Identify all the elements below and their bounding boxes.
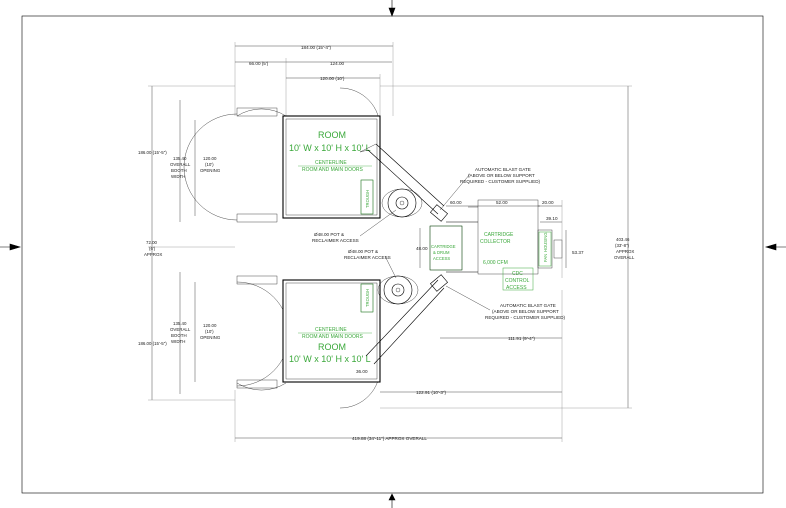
svg-text:120.00: 120.00: [203, 323, 217, 328]
svg-text:OPENING: OPENING: [200, 335, 221, 340]
svg-text:135.40: 135.40: [173, 321, 187, 326]
svg-text:WIDTH: WIDTH: [171, 339, 185, 344]
leader-pot-bottom: [384, 255, 397, 279]
dim-39: 39.10: [546, 216, 558, 221]
dim-36-bottom: 36.00: [356, 369, 368, 374]
dim-right-overall: 403.46 (33'-8") APPROX OVERALL: [614, 237, 635, 260]
svg-text:Ø48.00 POT &: Ø48.00 POT &: [314, 232, 344, 237]
left-dimensions: [148, 85, 235, 401]
cdc-access-3: ACCESS: [506, 285, 527, 291]
note-blast-gate-bottom: AUTOMATIC BLAST GATE (ABOVE OR BELOW SUP…: [485, 303, 566, 320]
dim-top-124: 124.00: [330, 61, 344, 66]
svg-text:(ABOVE OR BELOW SUPPORT: (ABOVE OR BELOW SUPPORT: [492, 309, 559, 314]
dim-left-booth-bottom: 135.40 OVERALL BOOTH WIDTH: [170, 321, 191, 344]
svg-text:AUTOMATIC BLAST GATE: AUTOMATIC BLAST GATE: [475, 167, 531, 172]
note-pot-top: Ø48.00 POT & RECLAIMER ACCESS: [312, 232, 359, 243]
cartridge-access-2: & DRUM: [433, 250, 450, 255]
cartridge-access-1: CARTRIDGE: [431, 244, 456, 249]
top-room-centerline: CENTERLINE: [315, 160, 347, 166]
dim-top-door: 66.00 (5'): [249, 61, 269, 66]
cartridge-access-3: ACCESS: [433, 256, 450, 261]
top-room-size: 10' W x 10' H x 10' L: [289, 143, 371, 153]
bottom-room-centerline-sub: ROOM AND MAIN DOORS: [302, 334, 364, 340]
leader-blast-gate-top: [439, 173, 471, 211]
svg-text:OVERALL: OVERALL: [170, 327, 191, 332]
dim-left-open-bottom: 120.00 (10') OPENING: [200, 323, 221, 340]
leader-blast-gate-bottom: [445, 285, 491, 311]
svg-text:403.46: 403.46: [616, 237, 630, 242]
svg-text:BOOTH: BOOTH: [171, 168, 187, 173]
bottom-room-title: ROOM: [318, 342, 346, 352]
svg-text:(ABOVE OR BELOW SUPPORT: (ABOVE OR BELOW SUPPORT: [468, 173, 535, 178]
svg-text:RECLAIMER ACCESS: RECLAIMER ACCESS: [344, 255, 391, 260]
svg-text:BOOTH: BOOTH: [171, 333, 187, 338]
svg-text:135.40: 135.40: [173, 156, 187, 161]
collector-unit: [429, 199, 563, 291]
dim-top-overall: 184.00 (15'-4"): [301, 45, 332, 50]
svg-text:(33'-8"): (33'-8"): [615, 243, 630, 248]
bottom-room-centerline: CENTERLINE: [315, 327, 347, 333]
top-booth: [183, 87, 381, 223]
svg-text:RECLAIMER ACCESS: RECLAIMER ACCESS: [312, 238, 359, 243]
fan-housing-label-2: HOUSING: [543, 232, 548, 252]
svg-text:REQUIRED - CUSTOMER SUPPLIED): REQUIRED - CUSTOMER SUPPLIED): [460, 179, 541, 184]
dim-top-room: 120.00 (10'): [320, 76, 345, 81]
collector-title-1: CARTRIDGE: [484, 232, 514, 238]
dim-48: 48.00: [416, 246, 428, 251]
dim-left-open-top: 120.00 (10') OPENING: [200, 156, 221, 173]
leader-pot-top: [359, 209, 397, 237]
svg-text:(10'): (10'): [205, 162, 214, 167]
dim-left-outer-bottom: 186.00 (15'-5"): [138, 341, 167, 346]
top-dimensions: [234, 42, 394, 125]
dim-left-booth-top: 135.40 OVERALL BOOTH WIDTH: [170, 156, 191, 179]
svg-text:APPROX: APPROX: [616, 249, 634, 254]
dim-left-center: 72.00 (6') APPROX: [144, 240, 162, 257]
dim-60: 60.00: [450, 200, 462, 205]
dim-53: 53.37: [572, 250, 584, 255]
right-center-arrow: [764, 243, 786, 251]
fan-housing-label-1: FAN: [543, 254, 548, 262]
top-center-arrow: [388, 0, 396, 17]
svg-text:(6'): (6'): [149, 246, 156, 251]
duct-system: [359, 143, 478, 365]
dim-111: 111.91 (9'-4"): [508, 336, 535, 341]
bottom-center-arrow: [388, 493, 396, 508]
bottom-room-size: 10' W x 10' H x 10' L: [289, 354, 371, 364]
note-pot-bottom: Ø48.00 POT & RECLAIMER ACCESS: [344, 249, 391, 260]
left-center-arrow: [0, 243, 22, 251]
cdc-access-1: CDC: [512, 271, 523, 277]
collector-title-2: COLLECTOR: [480, 239, 511, 245]
right-dimensions: [234, 85, 632, 442]
cdc-access-2: CONTROL: [505, 278, 530, 284]
svg-text:OPENING: OPENING: [200, 168, 221, 173]
dim-bottom-overall: 419.88 (34'-11") APPROX OVERALL: [352, 436, 427, 441]
svg-text:120.00: 120.00: [203, 156, 217, 161]
svg-text:(10'): (10'): [205, 329, 214, 334]
dim-left-outer-top: 186.00 (15'-5"): [138, 150, 167, 155]
dim-52: 52.00: [496, 200, 508, 205]
svg-text:WIDTH: WIDTH: [171, 174, 185, 179]
collector-cfm: 6,000 CFM: [483, 260, 508, 266]
bottom-booth: [236, 275, 381, 409]
svg-text:AUTOMATIC BLAST GATE: AUTOMATIC BLAST GATE: [500, 303, 556, 308]
svg-text:REQUIRED - CUSTOMER SUPPLIED): REQUIRED - CUSTOMER SUPPLIED): [485, 315, 566, 320]
svg-text:72.00: 72.00: [146, 240, 158, 245]
svg-text:OVERALL: OVERALL: [170, 162, 191, 167]
svg-text:APPROX: APPROX: [144, 252, 162, 257]
sheet-border: [21, 15, 764, 494]
svg-text:OVERALL: OVERALL: [614, 255, 635, 260]
top-room-title: ROOM: [318, 130, 346, 140]
bottom-trough-label: TROUGH: [365, 289, 370, 307]
top-room-centerline-sub: ROOM AND MAIN DOORS: [302, 167, 364, 173]
top-trough-label: TROUGH: [365, 190, 370, 208]
svg-text:Ø48.00 POT &: Ø48.00 POT &: [348, 249, 378, 254]
note-blast-gate-top: AUTOMATIC BLAST GATE (ABOVE OR BELOW SUP…: [460, 167, 541, 184]
dim-122: 122.91 (10'-3"): [416, 390, 447, 395]
dim-20: 20.00: [542, 200, 554, 205]
